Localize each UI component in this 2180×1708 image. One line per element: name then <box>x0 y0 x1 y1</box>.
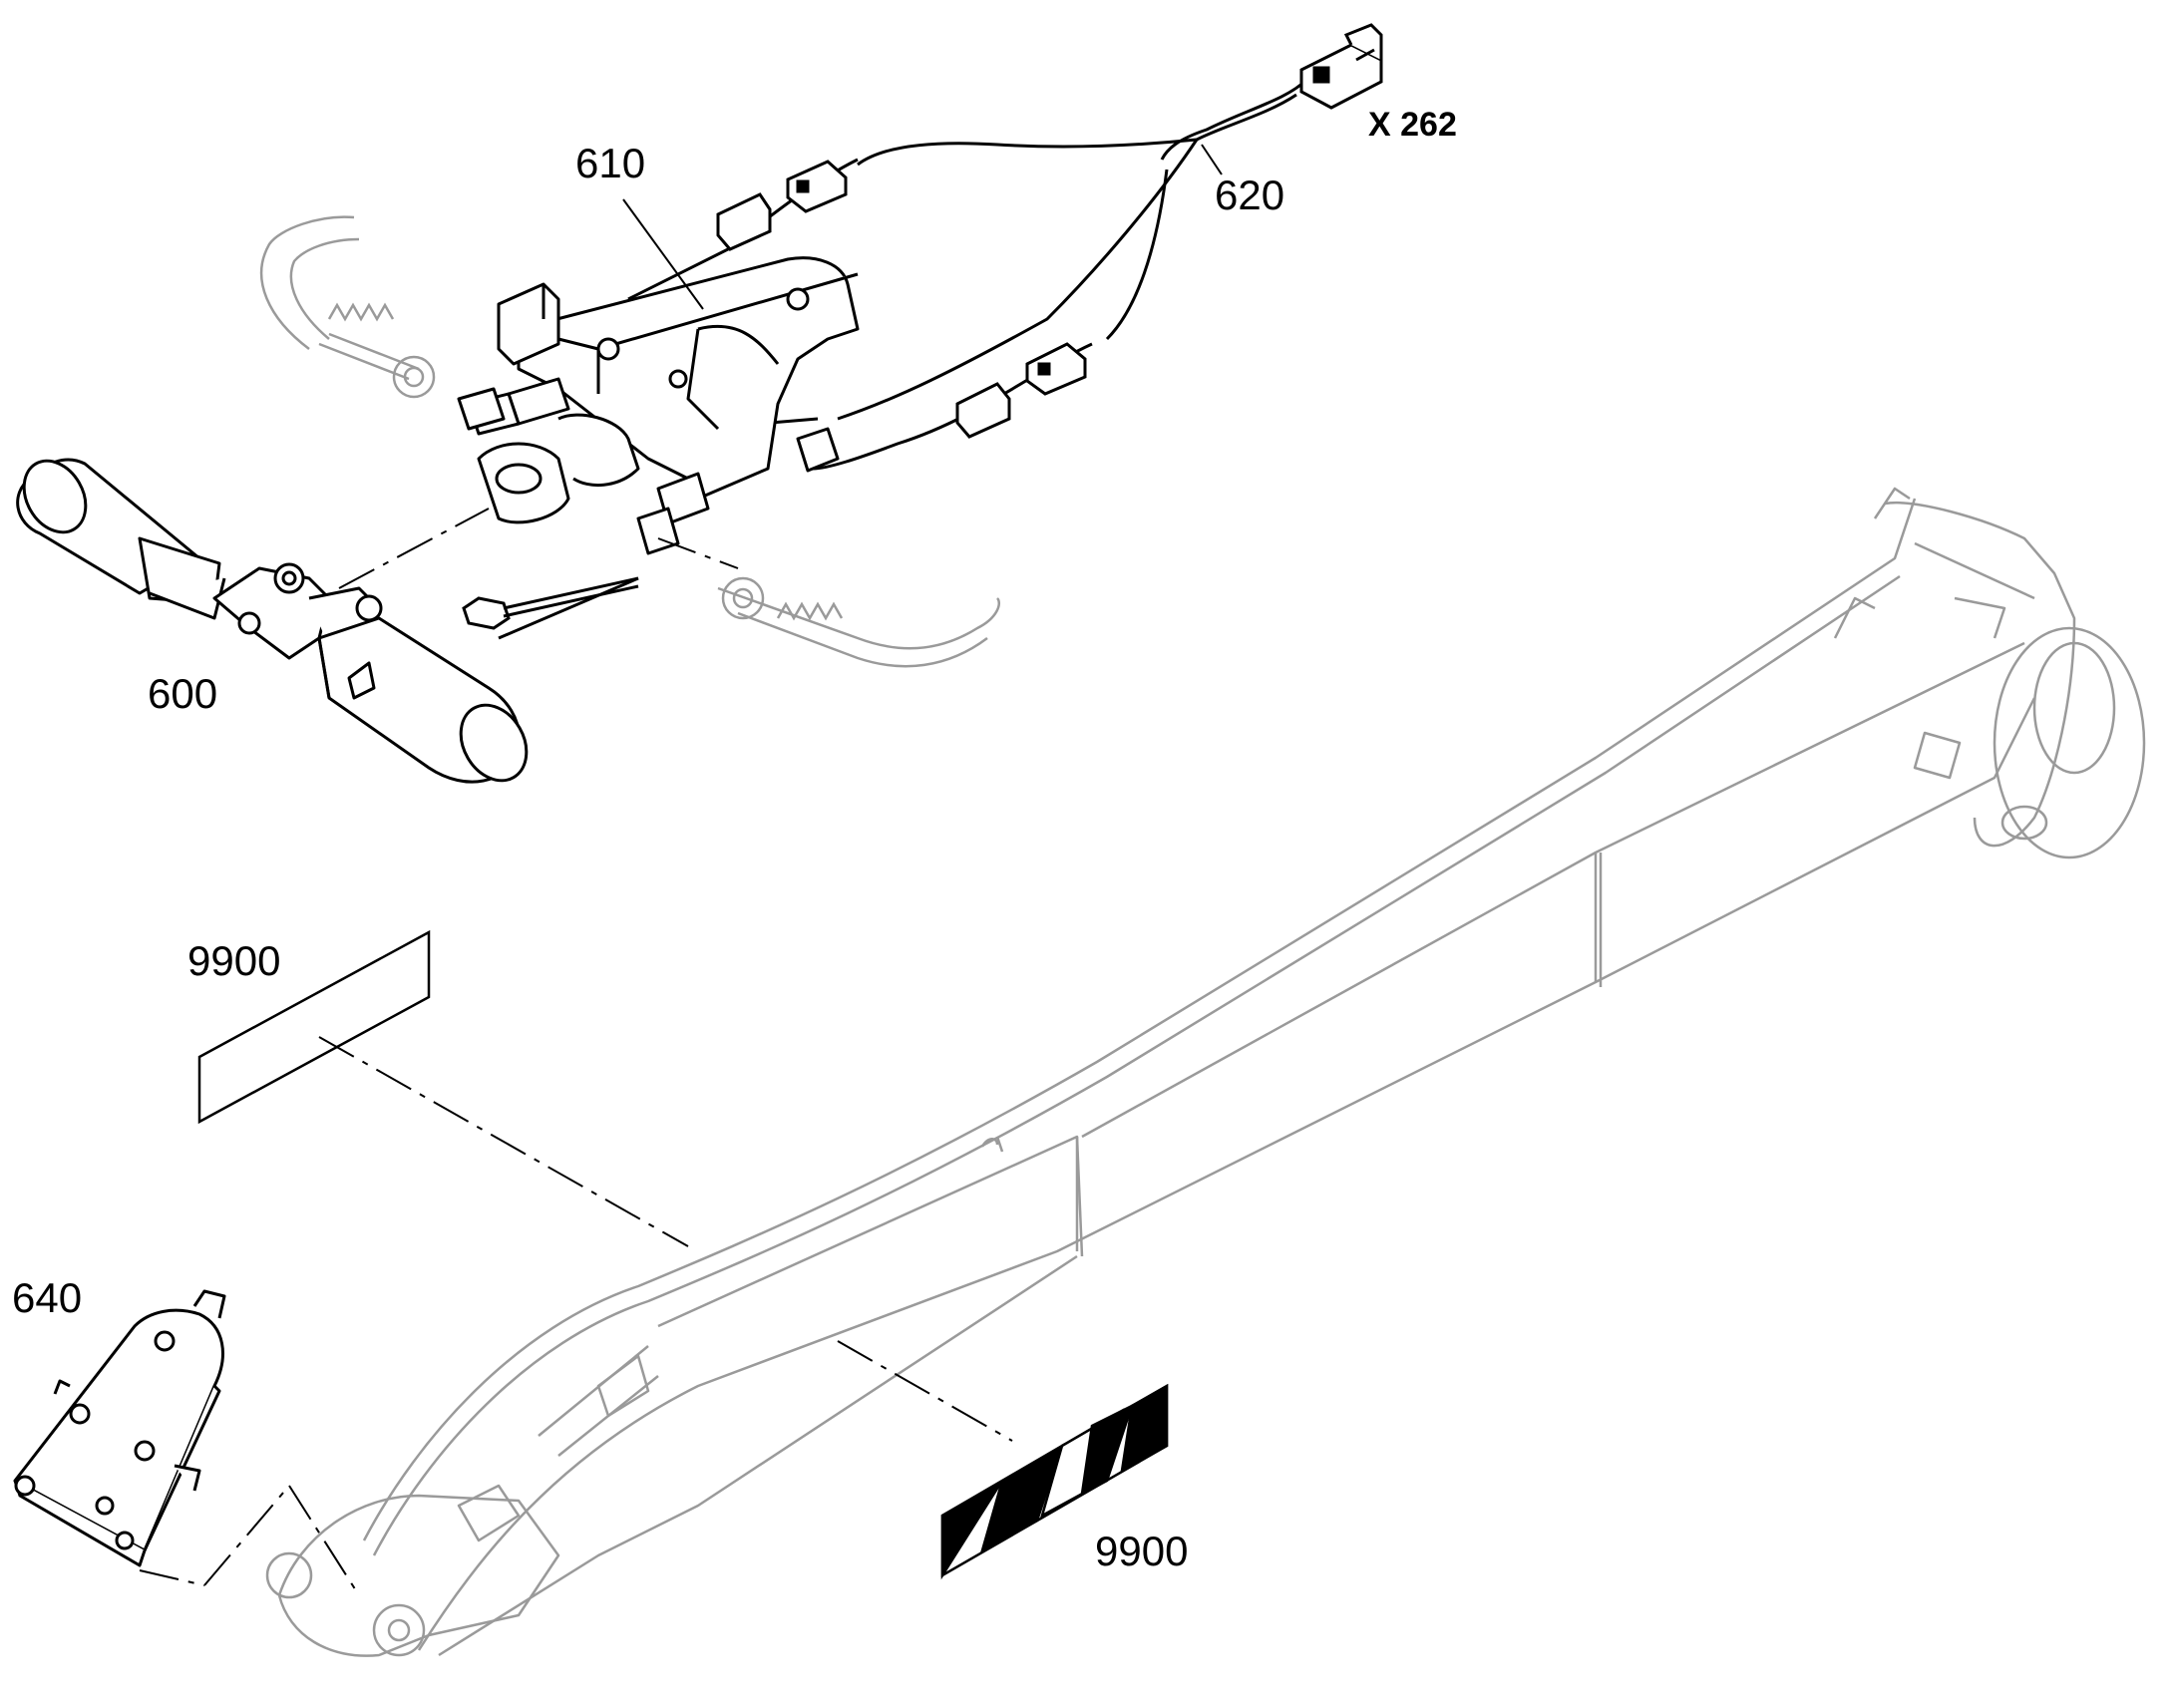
hydraulic-hose-right <box>717 576 1001 668</box>
callout-620: 620 <box>1215 171 1284 218</box>
projection-lines <box>139 508 1013 1596</box>
callout-9900-top: 9900 <box>187 937 280 984</box>
boom-arm <box>265 487 2146 1657</box>
callout-600: 600 <box>148 670 217 717</box>
callout-9900-bottom: 9900 <box>1095 1528 1188 1574</box>
callout-640: 640 <box>12 1274 82 1321</box>
hydraulic-hose-left <box>259 215 436 399</box>
decal-plain <box>197 929 431 1125</box>
callout-x262: X 262 <box>1368 106 1457 144</box>
linkage-cylinders <box>16 458 529 784</box>
leader-lines <box>622 144 1223 310</box>
callout-610: 610 <box>575 140 645 186</box>
sensor-block <box>457 256 860 555</box>
sensor-probe <box>462 576 639 630</box>
connector-x262 <box>1299 23 1383 110</box>
harness-connectors <box>716 160 1087 439</box>
cover-plate <box>13 1289 226 1567</box>
decal-striped <box>940 1383 1169 1580</box>
